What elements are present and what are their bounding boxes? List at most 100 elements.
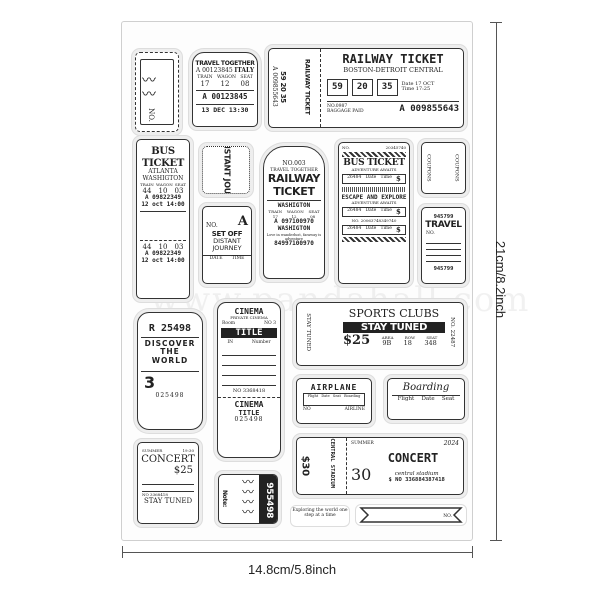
- line: THE: [160, 347, 180, 357]
- no: NO.: [206, 222, 218, 230]
- title: CINEMA: [234, 400, 264, 410]
- railway-ticket-stamp: A 009855643 59 20 35 RAILWAY TICKET RAIL…: [268, 48, 464, 128]
- title: TICKET: [273, 184, 315, 198]
- col: ROW: [404, 334, 416, 340]
- season: SUMMER: [142, 448, 163, 453]
- title: BUS TICKET: [343, 157, 405, 168]
- number: NO 3368418: [232, 388, 266, 395]
- col: SEAT: [240, 74, 253, 80]
- from: ATLANTA: [148, 168, 178, 175]
- time: Time: [380, 174, 392, 180]
- no: NO.: [426, 230, 435, 236]
- airline: AIRLINE: [344, 407, 365, 413]
- film-title: TITLE: [238, 409, 260, 418]
- col: TRAIN: [197, 74, 213, 80]
- number: 025498: [155, 391, 185, 399]
- col: TRAIN: [268, 209, 283, 215]
- title: AIRPLANE: [310, 383, 358, 392]
- line: WORLD: [151, 355, 189, 365]
- code: 20345740: [385, 145, 406, 150]
- num: 59: [327, 79, 348, 96]
- val: 348: [424, 339, 437, 348]
- code: R 25498: [148, 323, 192, 334]
- no: NO: [303, 407, 311, 413]
- code: A 00123845: [195, 66, 233, 74]
- col: Flight: [397, 395, 415, 402]
- date: Date 17 OCT: [401, 80, 435, 87]
- time: Time: [380, 208, 392, 214]
- height-dimension-line: [496, 22, 497, 540]
- no: NO.: [443, 514, 452, 519]
- col: Seat: [441, 395, 455, 402]
- stub-numbers: 59 20 35: [278, 71, 287, 103]
- currency: $: [396, 207, 401, 217]
- height-label: 21cm/8.2inch: [493, 240, 509, 319]
- baggage: BAGGAGE PAID: [327, 108, 364, 114]
- to: WASHIGTON: [142, 174, 184, 182]
- tagline: ADVENTURE AWAITS: [351, 200, 397, 206]
- val: 08: [310, 213, 316, 219]
- no: $ NO 336884387418: [388, 477, 445, 484]
- line: DISCOVER: [144, 338, 196, 348]
- width-dimension-line: [122, 552, 472, 553]
- val: 10: [158, 187, 168, 196]
- date: Date: [365, 225, 377, 231]
- time: Time: [380, 225, 392, 231]
- val: 17: [272, 213, 278, 219]
- motto: Love in wanderlust, faraway is adventure: [266, 233, 322, 242]
- col: WAGON: [217, 74, 236, 80]
- bus-ticket-2-stamp: NO.20345740 BUS TICKET ADVENTURE AWAITS …: [338, 142, 410, 284]
- col: DATE: [209, 255, 223, 261]
- val: 44: [142, 243, 152, 252]
- tag: ITALY: [234, 66, 255, 74]
- no: NO.003: [282, 160, 306, 167]
- title: TRAVEL TOGETHER: [195, 60, 255, 67]
- coupons-stamp: COUPONS COUPONS: [421, 142, 466, 194]
- number: A 097100970: [274, 218, 314, 226]
- val: 17: [200, 79, 210, 88]
- tagline: ADVENTURE AWAITS: [351, 166, 397, 172]
- col: SEAT: [426, 334, 438, 340]
- big-number: 30: [351, 464, 372, 484]
- label: COUPONS: [425, 154, 432, 182]
- number: 945799: [433, 265, 454, 272]
- currency: $: [396, 173, 401, 183]
- title: CINEMA: [234, 307, 264, 316]
- season: SUMMER: [351, 441, 374, 446]
- title: TICKET: [141, 157, 185, 169]
- id: 26484: [347, 174, 362, 180]
- col: Date: [421, 395, 435, 402]
- side-no: NO. 22487: [449, 317, 456, 348]
- no: NO.0987: [327, 103, 348, 109]
- side-number: A 009855643: [270, 66, 278, 107]
- title: SPORTS CLUBS: [348, 307, 440, 320]
- val: 08: [240, 79, 250, 88]
- banner-stamp: NO.: [356, 505, 466, 525]
- number: 84997100970: [274, 240, 314, 248]
- travel-stamp: 945799 TRAVEL NO. 945799: [421, 207, 466, 284]
- val: 9B: [382, 339, 392, 348]
- exploring-stamp: Exploring the world one step at a time: [291, 506, 349, 526]
- letter: A: [237, 214, 248, 229]
- no: NO. 20063748349740: [351, 218, 397, 224]
- title: TRAVEL: [425, 220, 462, 231]
- title: RAILWAY: [267, 172, 321, 186]
- val: 03: [174, 187, 184, 196]
- postage-stamp: 〰 〰 NO.: [135, 52, 179, 132]
- tick: [490, 540, 502, 541]
- date: Date: [365, 174, 377, 180]
- no: NO 3368418: [142, 491, 168, 497]
- side-title: RAILWAY TICKET: [303, 58, 312, 115]
- dest: WASHIGTON: [277, 225, 311, 233]
- tick: [472, 546, 473, 558]
- id: 26484: [347, 208, 362, 214]
- footer: STAY TUNED: [143, 497, 193, 506]
- col: Flight: [307, 394, 319, 399]
- col: TIME: [231, 255, 245, 261]
- distant-journey-stamp: DISTANT JOURNEY: [202, 146, 250, 194]
- col: TRAIN: [140, 181, 154, 187]
- val: 10: [158, 243, 168, 252]
